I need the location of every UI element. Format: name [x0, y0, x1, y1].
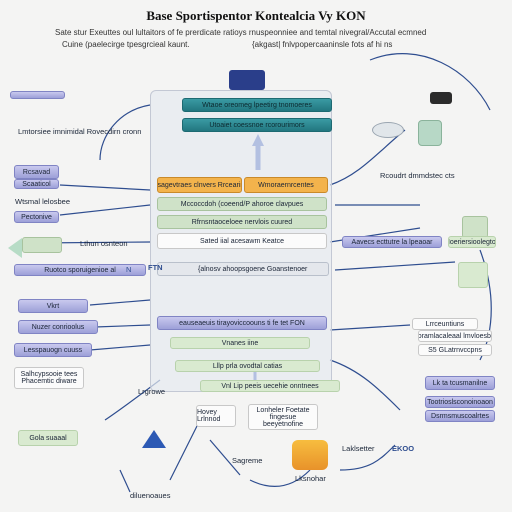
- lnsthar-label: Lksnohar: [295, 474, 326, 483]
- subtitle-line-2: Cuine (paelecirge tpesgrcieal kaunt.: [62, 40, 190, 49]
- left-item-5: Nuzer conrioolus: [18, 320, 98, 334]
- ftn-label: FTN: [148, 263, 163, 272]
- green-block-2: Rfrnsntaoceloee nervlois cuured: [157, 215, 327, 229]
- orange-block-left: Wsagevtraes clnvers Rrcearing: [157, 177, 242, 193]
- purple-wide-block: {alnosv ahoopsgoene Goanstenoer: [157, 262, 329, 276]
- left-item-8: Gola suaaal: [18, 430, 78, 446]
- left-item-4: Vkrt: [18, 299, 88, 313]
- mid-left-bar: Ruotco sporuigenioe al: [14, 264, 146, 276]
- lrgrowe-label: Lrgrowe: [138, 387, 166, 396]
- database-icon: [229, 70, 265, 90]
- n-label: N: [126, 265, 132, 274]
- cylinder-icon: [372, 122, 404, 138]
- lip-block: Lllp prla ovodtal catias: [175, 360, 320, 372]
- left-item-1: Rcsavad: [14, 165, 59, 179]
- left-item-6: Lesspauogn cuuss: [14, 343, 92, 357]
- right-label-1: Rcoudrt dmmdstec cts: [380, 171, 455, 180]
- subtitle-line-1: Sate stur Exeuttes oul lultaitors of fe …: [55, 28, 427, 37]
- mid-right-2: Wooramlacaleaal lmvloesbhoe: [418, 330, 492, 342]
- right-label-2: Aavecs ecttutre la lpeaoar: [342, 236, 442, 248]
- lap-block: Vnl Lip peeis uecehie onntnees: [200, 380, 340, 392]
- lr-item-2: Tootrioslsconoinoaon: [425, 396, 495, 408]
- stapler-icon: [430, 92, 452, 104]
- green-block-1: Mccoccdoh (coeend/P ahoroe clavpues: [157, 197, 327, 211]
- jar-icon: [418, 120, 442, 146]
- lr-item-3: Dsrmsmuscoalrtes: [425, 410, 495, 422]
- lr-item-1: Lk ta tcusmanilne: [425, 376, 495, 390]
- lakseter-label: Laklsetter: [342, 444, 375, 453]
- mid-right-3: S5 GLatrnvccpns: [418, 344, 492, 356]
- white-block-1: Sated iial acesawm Keatce: [157, 233, 327, 249]
- purple-tab-block: eauseaeuis tirayoviccoouns ti fe tet FON: [157, 316, 327, 330]
- sagreme-label: Sagreme: [232, 456, 263, 465]
- left-item-7: Salhcypsooie tees Phacemtic diware: [14, 367, 84, 389]
- left-green-box: [22, 237, 62, 253]
- orange-block-right: Wmoraernrcentes: [244, 177, 328, 193]
- right-jar-box: [462, 216, 488, 238]
- left-item-3: Pectonive: [14, 211, 59, 223]
- teal-block-1: Wtaoe oreomeg lpeetirg tnomoeres: [182, 98, 332, 112]
- diagram-title: Base Sportispentor Kontealcia Vy KON: [146, 8, 366, 23]
- left-label-1: Wtsmal lelosbee: [15, 197, 71, 206]
- left-item-9: diluenoaues: [130, 491, 171, 500]
- green-block-3: Vnanes iine: [170, 337, 310, 349]
- subtitle-line-3: {akgast| fnlvpopercaaninsle fots af hi n…: [252, 40, 393, 49]
- teal-block-2: Utoaiet coessnoe rcorourimors: [182, 118, 332, 132]
- coin-stack-icon: [292, 440, 328, 470]
- left-item-2: Scaaticol: [14, 179, 59, 189]
- left-label-2: Lthun osnteon: [80, 239, 128, 248]
- top-left-bar: [10, 91, 65, 99]
- hovey-box: Hovey Lrlnnod: [196, 405, 236, 427]
- right-box-2: [458, 262, 488, 288]
- right-label-3: Noeriersioolegtos: [448, 236, 496, 248]
- lonheler-box: Lonheler Foetate fingesue beeyetnofine: [248, 404, 318, 430]
- lecture-label: Lmtorsiee imnimidal Rovecdirn cronn: [18, 127, 142, 136]
- mid-right-1: Lrrceuntiuns: [412, 318, 478, 330]
- ekoo-label: EKOO: [392, 444, 415, 453]
